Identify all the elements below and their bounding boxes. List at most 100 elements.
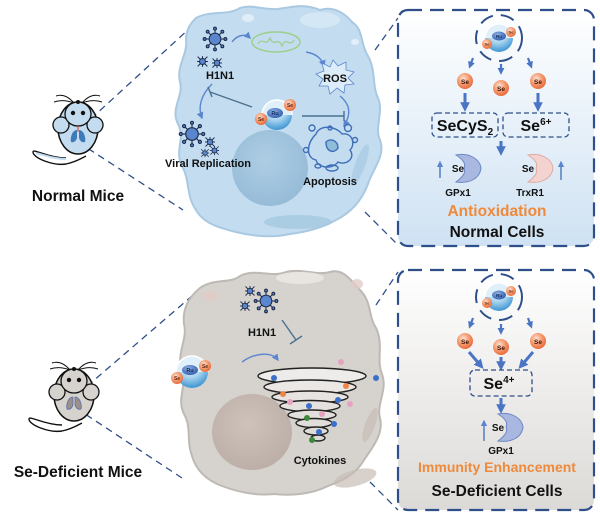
svg-text:Se: Se [497,86,505,93]
cell-nucleus [212,394,292,470]
virus-icon [202,26,228,52]
svg-text:SeCyS2: SeCyS2 [437,118,494,138]
label-ros: ROS [323,73,347,85]
mouse-eye [70,110,76,116]
mouse-eye [66,377,72,383]
label-h1n1: H1N1 [248,327,276,339]
label-apoptosis: Apoptosis [303,176,357,188]
label-cytokines: Cytokines [294,455,347,467]
mouse-label-normal: Normal Mice [32,188,125,205]
svg-text:Se: Se [509,289,515,294]
ru-core [267,108,283,118]
zoom-lines-cell-to-box [364,17,399,246]
label-viral-replication: Viral Replication [165,158,251,170]
mouse-eye [76,377,82,383]
ru-core [182,365,198,375]
arrow-h1n1-to-replication [196,83,213,120]
se-ball: Se [530,73,546,89]
virus-icon [209,145,220,156]
mechanism-box-deficient: Ru Se Se Se Se Se Se4+ [396,268,596,512]
mouse-whiskers [53,94,103,104]
cell-label-deficient: Se-Deficient Cells [432,483,563,500]
virus-icon [253,288,279,314]
release-arrows [468,57,533,75]
se-ball: Se [457,73,473,89]
svg-text:Se: Se [461,79,469,86]
species-box-secys2: SeCyS2 [431,112,499,138]
cell-label-normal: Normal Cells [450,224,545,241]
panel-deficient: Se-Deficient Mice H1N1 Ru [14,268,596,512]
se-atom [171,372,183,384]
arrow-virus-to-mito [231,31,251,43]
lungs-icon [66,396,82,410]
svg-text:Se: Se [485,301,491,306]
virus-icon [204,136,216,148]
virus-icon [200,148,210,158]
cell-normal: H1N1 ROS Apoptosis [165,5,383,238]
zoom-lines-cell-to-box [369,271,399,511]
se-atom [255,113,267,125]
svg-text:Se: Se [202,364,208,370]
svg-text:Se: Se [492,423,505,434]
svg-text:Se: Se [534,79,542,86]
svg-text:Ru: Ru [496,34,502,39]
se-atom [199,360,211,372]
enzyme-trxr1: Se TrxR1 [516,153,565,199]
mouse-normal [32,94,104,166]
svg-text:Se: Se [461,339,469,346]
label-gpx1: GPx1 [488,446,514,457]
svg-text:Se: Se [497,345,505,352]
mouse-whiskers [49,361,99,371]
conversion-arrows [460,93,543,156]
ru-se-nanoparticle: Ru Se Se [171,355,211,388]
release-arrows [468,317,533,335]
se-atom [284,99,296,111]
species-box-se4: Se4+ [469,369,533,397]
virus-icon [196,55,209,68]
effect-label-immunity: Immunity Enhancement [418,459,576,475]
arrow-ros-to-apoptosis [339,95,350,128]
svg-text:Se: Se [509,30,515,35]
inhibition-line [281,319,303,345]
ros-burst-icon [315,59,355,95]
enzyme-gpx1: Se GPx1 [480,412,524,457]
svg-text:Se6+: Se6+ [521,117,552,135]
svg-text:Se4+: Se4+ [484,375,515,393]
mechanism-box-normal: Ru Se Se Se Se Se [396,8,596,248]
zoom-lines-mouse-to-cell [77,27,191,211]
inhibition-lines [207,86,345,121]
cytokine-dots [271,359,379,443]
se-ball: Se [493,80,509,96]
svg-text:Ru: Ru [271,111,278,117]
box-nanoparticle: Ru Se Se [475,273,523,321]
panel-normal: Normal Mice H1N1 ROS [32,5,596,248]
se-ball: Se [493,339,509,355]
virus-icon [244,285,256,297]
enzyme-gpx1: Se GPx1 [436,153,482,199]
apoptosis-icon [302,123,359,172]
zoom-lines-mouse-to-cell [75,295,193,481]
svg-text:Se: Se [452,164,465,175]
lungs-icon [70,126,86,143]
svg-text:Se: Se [485,42,491,47]
mouse-tail [32,150,87,166]
svg-text:Ru: Ru [496,293,502,298]
svg-text:Se: Se [174,376,180,382]
se-ball: Se [530,333,546,349]
virus-icon [178,120,206,148]
virus-icon [211,57,223,69]
mitochondrion-icon [251,31,301,53]
mouse-label-deficient: Se-Deficient Mice [14,464,143,481]
mouse-tail [28,417,83,433]
svg-text:Se: Se [522,164,535,175]
virus-icon [239,300,251,312]
cell-nucleus [232,130,308,206]
svg-text:Se: Se [534,339,542,346]
box-nanoparticle: Ru Se Se [475,14,523,62]
se-ball: Se [457,333,473,349]
label-trxr1: TrxR1 [516,188,544,199]
cell-deficient: H1N1 Ru Se Se [171,269,385,496]
mouse-deficient [28,361,100,433]
arrow-np-to-cytokines [241,353,279,363]
